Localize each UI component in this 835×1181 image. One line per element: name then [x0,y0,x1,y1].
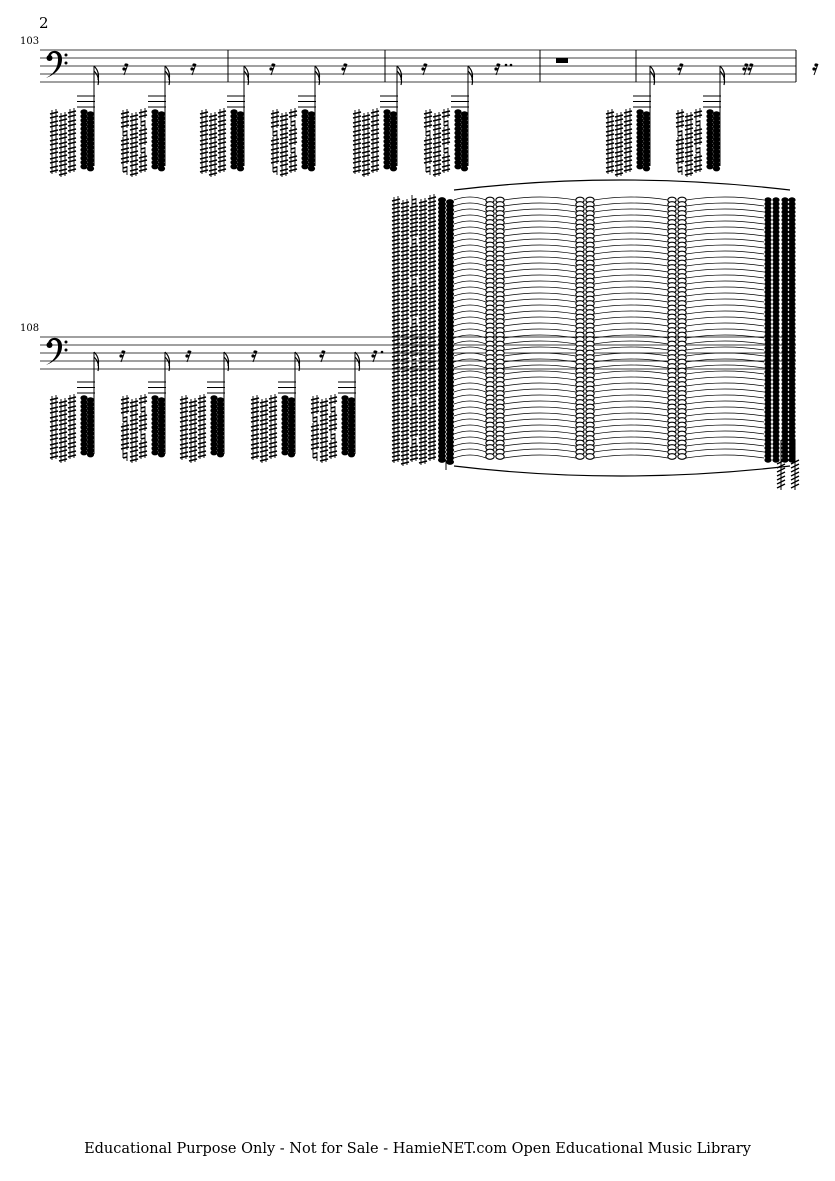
sixteenth-rest [184,349,192,363]
chord-cluster [199,65,250,178]
sixteenth-rest [268,62,276,76]
dot [380,350,384,354]
sixteenth-rest [121,62,129,76]
chord-cluster [270,65,321,178]
chord-cluster [49,351,100,464]
eighth-rest [370,349,378,363]
chord-cluster [179,351,230,464]
footer-notice: Educational Purpose Only - Not for Sale … [84,1141,751,1157]
sixteenth-rest [189,62,197,76]
chord-cluster [352,65,403,178]
staff-system-103 [40,49,796,83]
dot [509,63,513,67]
chord-cluster [423,65,474,178]
measure-number-108: 108 [20,323,40,334]
sixteenth-rest [741,62,749,76]
chord-cluster [120,65,171,178]
chord-cluster [675,65,726,178]
page-number: 2 [39,14,49,32]
measure-number-103: 103 [20,36,40,47]
sixteenth-rest [250,349,258,363]
sixteenth-rest [420,62,428,76]
chord-cluster [120,351,171,464]
tied-cluster-block [391,179,800,490]
chord-cluster [250,351,301,464]
sixteenth-rest [746,62,754,76]
chord-cluster [310,351,361,464]
dot [504,63,508,67]
sixteenth-rest [118,349,126,363]
sixteenth-rest [340,62,348,76]
sixteenth-rest [676,62,684,76]
sixteenth-rest [811,62,819,76]
chord-cluster [605,65,656,178]
eighth-rest [493,62,501,76]
chord-cluster [49,65,100,178]
whole-rest [556,58,568,63]
sixteenth-rest [318,349,326,363]
